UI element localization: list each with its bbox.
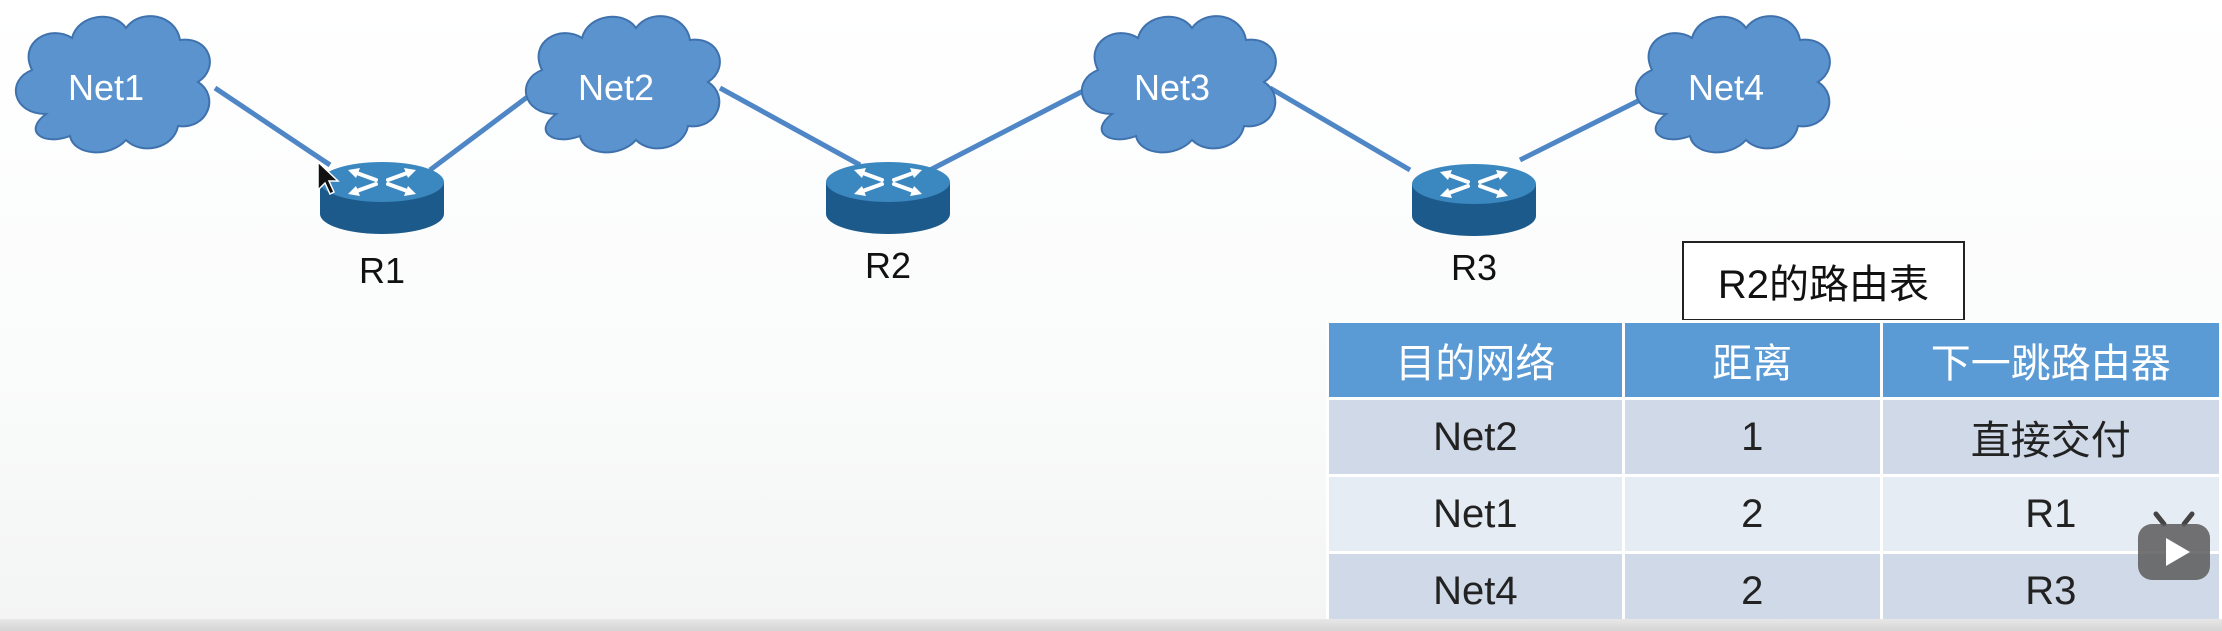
router-icon [824, 160, 952, 236]
header-distance: 距离 [1621, 320, 1883, 400]
cell-next-hop: 直接交付 [1879, 397, 2222, 477]
router-label-r1: R1 [359, 250, 405, 291]
router-label-r3: R3 [1451, 247, 1497, 288]
link-r1-net2 [428, 93, 532, 172]
cell-distance: 2 [1621, 551, 1883, 631]
cloud-net2: Net2 [524, 15, 721, 154]
network-label-net3: Net3 [1134, 67, 1210, 108]
cell-destination: Net2 [1326, 397, 1625, 477]
router-r1 [318, 160, 446, 236]
link-r2-net3 [928, 87, 1087, 173]
links [213, 85, 1642, 173]
router-icon [1410, 162, 1538, 238]
cell-next-hop: R1 [1879, 474, 2222, 554]
video-player-icon[interactable] [2134, 510, 2214, 586]
routing-table-caption: R2的路由表 [1682, 241, 1965, 321]
table-row: Net1 2 R1 [1326, 474, 2222, 554]
link-net1-r1 [213, 85, 332, 168]
table-row: Net4 2 R3 [1326, 551, 2222, 631]
cloud-net4: Net4 [1634, 15, 1831, 154]
cell-destination: Net1 [1326, 474, 1625, 554]
mouse-cursor-icon [317, 160, 340, 196]
network-label-net1: Net1 [68, 67, 144, 108]
table-row: Net2 1 直接交付 [1326, 397, 2222, 477]
cloud-net1: Net1 [14, 15, 211, 154]
bottom-strip [0, 619, 2222, 631]
network-label-net4: Net4 [1688, 67, 1764, 108]
router-r3 [1410, 162, 1538, 238]
cell-distance: 1 [1621, 397, 1883, 477]
router-icon [318, 160, 446, 236]
router-label-r2: R2 [865, 245, 911, 286]
network-label-net2: Net2 [578, 67, 654, 108]
cell-distance: 2 [1621, 474, 1883, 554]
router-r2 [824, 160, 952, 236]
header-destination-network: 目的网络 [1326, 320, 1625, 400]
link-net2-r2 [718, 85, 862, 168]
header-next-hop-router: 下一跳路由器 [1879, 320, 2222, 400]
routing-table: 目的网络 距离 下一跳路由器 Net2 1 直接交付 Net1 2 R1 Net… [1326, 320, 2222, 631]
routing-table-header-row: 目的网络 距离 下一跳路由器 [1326, 320, 2222, 400]
link-r3-net4 [1518, 97, 1642, 163]
link-net3-r3 [1268, 85, 1412, 173]
cloud-net3: Net3 [1080, 15, 1277, 154]
cell-destination: Net4 [1326, 551, 1625, 631]
